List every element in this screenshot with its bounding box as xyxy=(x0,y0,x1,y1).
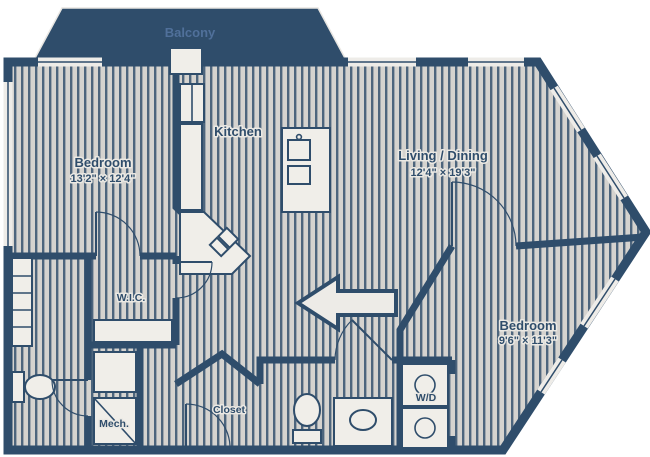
washer-dryer xyxy=(401,363,449,449)
linen-shelves xyxy=(11,257,33,347)
closet-label: Closet xyxy=(213,404,246,416)
bedroom2-label: Bedroom xyxy=(499,318,556,333)
mech-label: Mech. xyxy=(99,418,129,430)
windows xyxy=(3,57,628,395)
kitchen-sink-icon xyxy=(208,226,240,258)
kitchen-label: Kitchen xyxy=(214,124,262,139)
living-dining-dims: 12'4" × 19'3" xyxy=(411,167,476,179)
wd-label: W/D xyxy=(416,392,437,404)
vanity-sink-icon xyxy=(349,409,377,431)
living-dining-label: Living / Dining xyxy=(398,148,488,163)
water-heater-icon xyxy=(93,351,137,393)
island-dishwasher-icon xyxy=(287,165,311,185)
bedroom1-label: Bedroom xyxy=(74,155,131,170)
interior-walls xyxy=(8,58,645,450)
door-swings xyxy=(51,181,517,451)
wic-shelf xyxy=(93,319,173,343)
left-rooms-fixtures xyxy=(11,257,173,445)
wic-label: W.I.C. xyxy=(117,292,146,304)
toilet-tank-icon xyxy=(11,371,25,403)
room-labels: Bedroom 13'2" × 12'4" Kitchen Living / D… xyxy=(69,123,559,432)
toilet2-icon xyxy=(293,393,321,427)
washer-icon xyxy=(401,363,449,407)
kitchen-counter xyxy=(179,123,203,211)
kitchen-fixtures xyxy=(179,83,331,275)
bath2-fixtures xyxy=(292,393,393,447)
toilet-icon xyxy=(24,374,56,400)
entry-arrow-icon xyxy=(294,273,398,333)
island-sink-icon xyxy=(287,139,311,161)
unit-outline xyxy=(3,57,650,455)
toilet2-tank-icon xyxy=(292,429,322,444)
bedroom2-dims: 9'6" × 11'3" xyxy=(499,335,557,347)
dryer-icon xyxy=(401,407,449,449)
balcony-label: Balcony xyxy=(165,25,216,40)
bedroom1-dims: 13'2" × 12'4" xyxy=(71,173,136,185)
balcony-door xyxy=(169,47,203,75)
